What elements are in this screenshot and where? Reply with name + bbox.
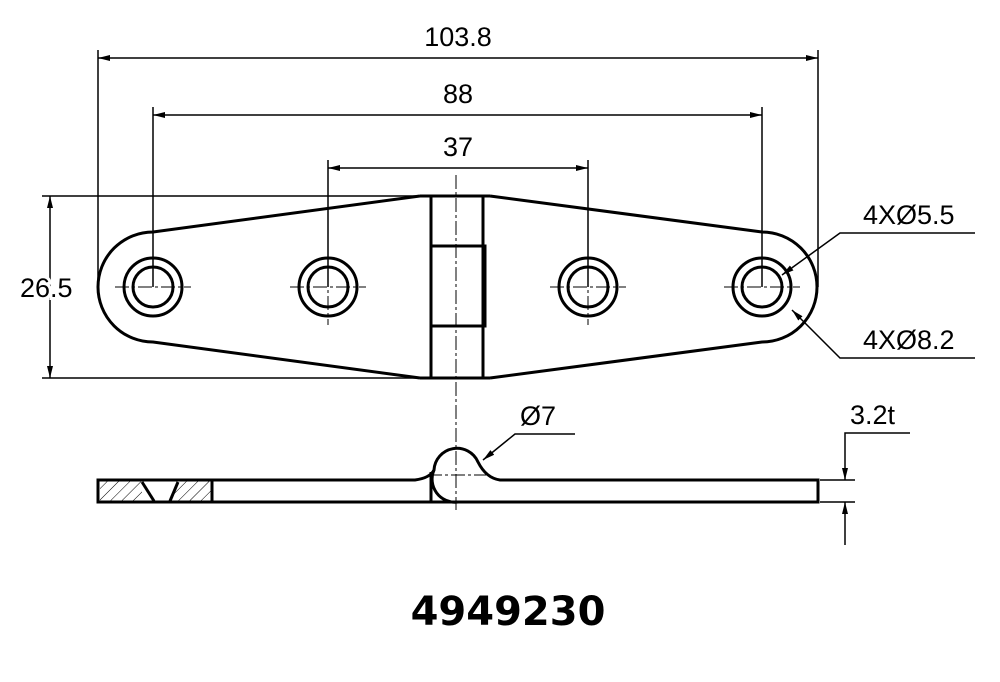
dim-overall-length: 103.8 xyxy=(424,22,492,52)
dim-hole-span-inner: 37 xyxy=(443,132,473,162)
dimension-overall: 103.8 xyxy=(97,22,819,287)
dim-hole-large: 4XØ8.2 xyxy=(863,325,955,355)
leader-knuckle: Ø7 xyxy=(482,401,575,461)
dim-width: 26.5 xyxy=(20,273,73,303)
dim-knuckle-diameter: Ø7 xyxy=(520,401,556,431)
dim-hole-span-outer: 88 xyxy=(443,79,473,109)
dimension-37: 37 xyxy=(327,132,589,287)
dim-thickness: 3.2t xyxy=(850,400,896,430)
dimension-88: 88 xyxy=(152,79,763,287)
dim-hole-small: 4XØ5.5 xyxy=(863,200,955,230)
leader-hole-large: 4XØ8.2 xyxy=(791,309,975,359)
hinge-side-view xyxy=(96,446,820,504)
hinge-top-view xyxy=(96,175,819,510)
leader-hole-small: 4XØ5.5 xyxy=(781,200,975,276)
dimension-thickness: 3.2t xyxy=(820,400,910,545)
dimension-width: 26.5 xyxy=(17,195,420,379)
mounting-holes xyxy=(115,250,800,325)
part-number: 4949230 xyxy=(411,589,606,635)
